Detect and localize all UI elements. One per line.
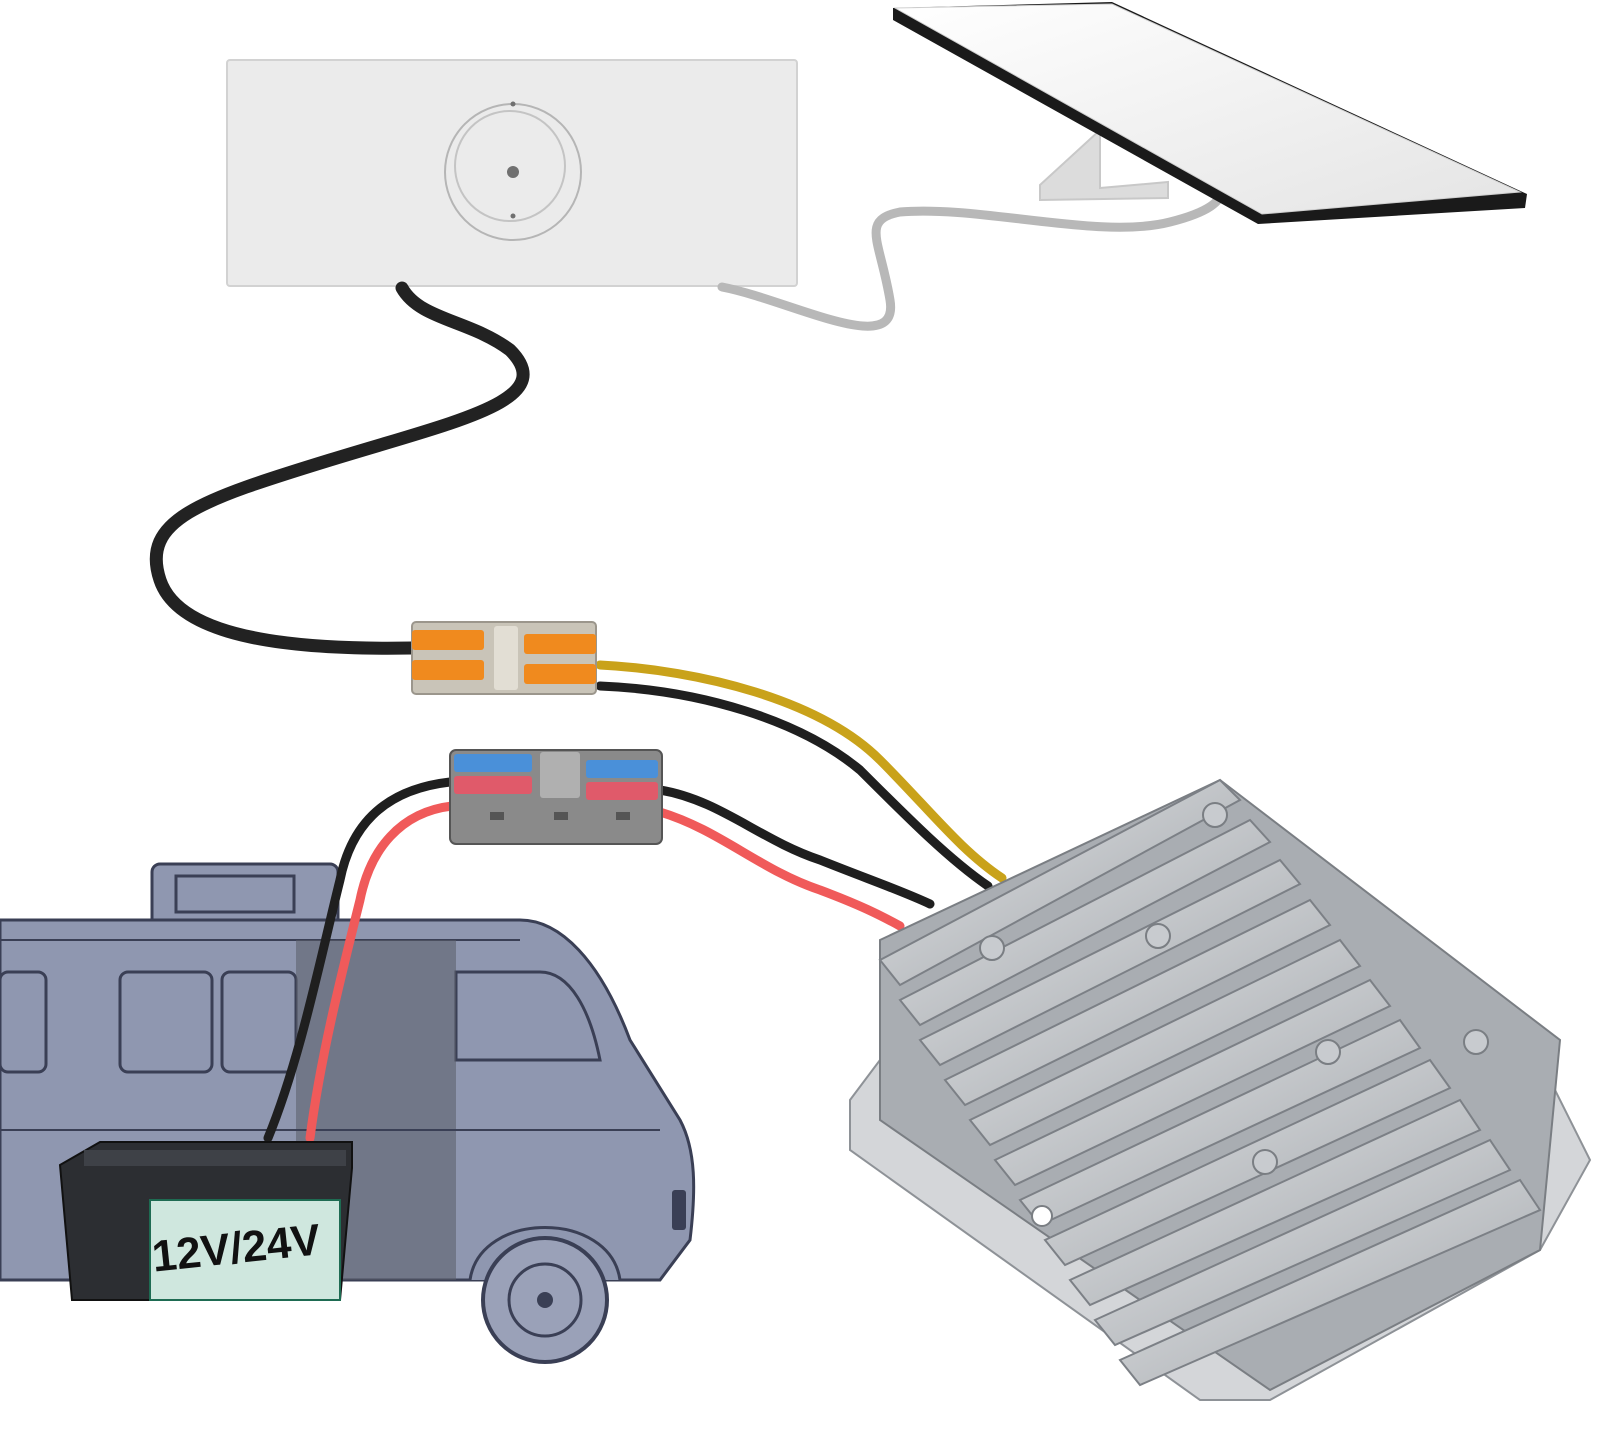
red-wire-lower — [655, 807, 905, 931]
dc-converter — [849, 778, 1592, 1401]
black-wire-lower — [655, 785, 935, 909]
grey-lever-connector — [449, 749, 663, 845]
yellow-wire — [595, 660, 1007, 883]
orange-lever-connector — [411, 621, 597, 695]
battery-red-wire — [305, 801, 457, 1143]
router — [226, 59, 798, 287]
battery: 12V/24V — [58, 1141, 353, 1301]
black-wire-upper — [595, 681, 993, 891]
router-power-cable — [149, 281, 530, 655]
satellite-dish — [893, 2, 1527, 224]
heatsink-fins — [878, 778, 1542, 1387]
battery-black-wire — [263, 777, 455, 1143]
dish-cable — [717, 187, 1225, 331]
